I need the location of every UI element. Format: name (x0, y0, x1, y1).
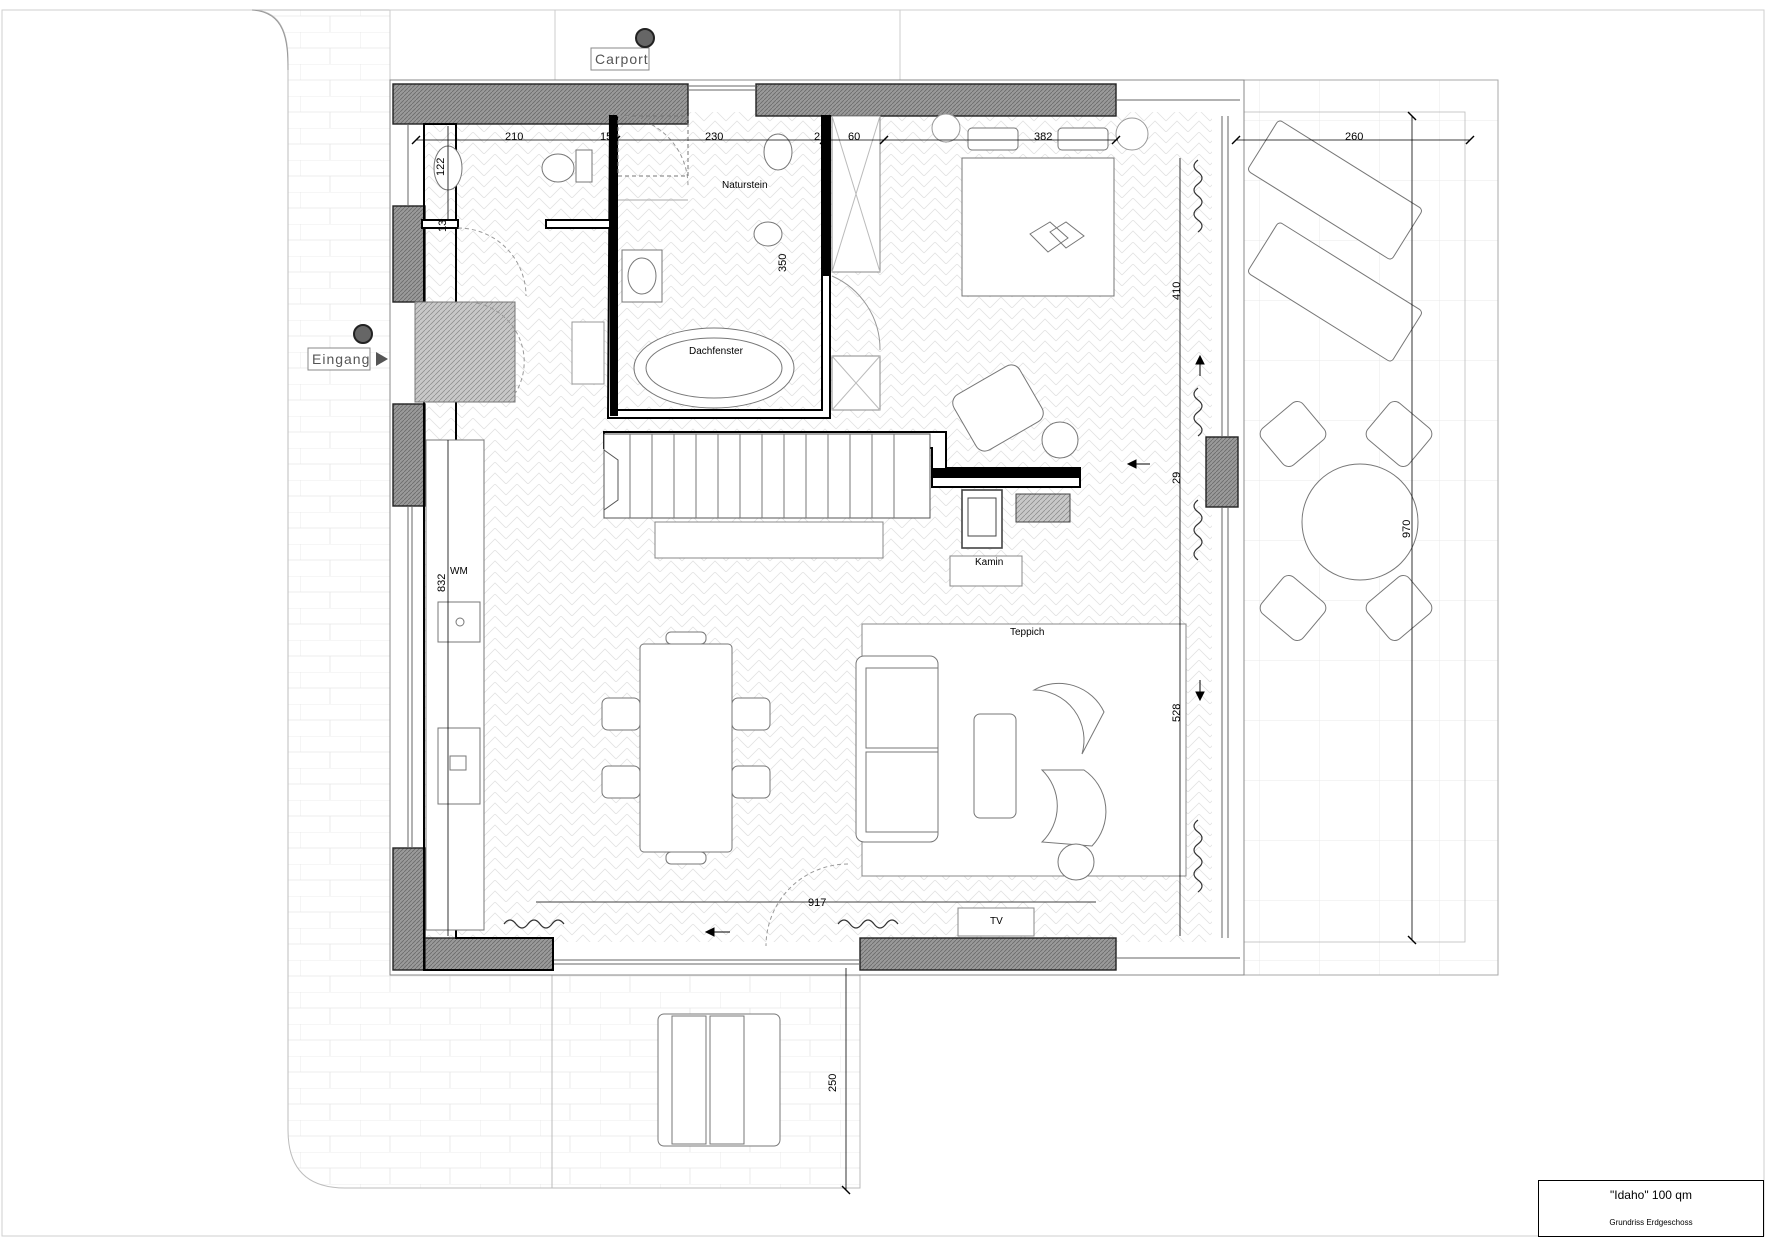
label-tv: TV (990, 916, 1003, 927)
label-dachfenster: Dachfenster (689, 346, 744, 357)
entrance-mat (414, 301, 516, 403)
label-teppich: Teppich (1010, 627, 1044, 638)
label-naturstein: Naturstein (722, 180, 768, 191)
entrance-tag: Eingang (312, 351, 370, 367)
dim-260: 260 (1345, 131, 1363, 143)
drawing-subtitle: Grundriss Erdgeschoss (1538, 1208, 1764, 1237)
sun-loungers (1248, 120, 1422, 362)
outdoor-bench (657, 1013, 781, 1147)
dim-13: 13 (437, 220, 449, 232)
dim-60: 60 (848, 131, 860, 143)
carport-marker: Carport (590, 28, 655, 71)
title-block: "Idaho" 100 qm Grundriss Erdgeschoss (1538, 1180, 1764, 1238)
bedroom-armchair (952, 364, 1079, 459)
dim-970: 970 (1401, 520, 1413, 538)
dim-15: 15 (600, 131, 612, 143)
dim-350: 350 (777, 254, 789, 272)
fireplace (949, 489, 1071, 587)
dim-122: 122 (435, 158, 447, 176)
dim-21: 21 (814, 131, 826, 143)
dim-230: 230 (705, 131, 723, 143)
dim-528: 528 (1171, 704, 1183, 722)
dim-250: 250 (827, 1074, 839, 1092)
dim-410: 410 (1171, 282, 1183, 300)
coffee-table (973, 713, 1017, 819)
label-kamin: Kamin (975, 557, 1003, 568)
cabinet (571, 321, 605, 385)
bench (654, 521, 884, 559)
front-terrace (551, 971, 861, 1189)
curtains (503, 159, 1203, 929)
dim-210: 210 (505, 131, 523, 143)
direction-arrows (704, 354, 1205, 937)
label-wm: WM (450, 566, 468, 577)
staircase (603, 433, 931, 519)
kitchen-counter (425, 439, 485, 931)
project-title: "Idaho" 100 qm (1538, 1180, 1764, 1210)
dim-382: 382 (1034, 131, 1052, 143)
sofa (855, 655, 939, 843)
patio-table (1259, 401, 1433, 641)
tv-console (957, 907, 1035, 937)
dim-832: 832 (436, 574, 448, 592)
dim-917: 917 (808, 897, 826, 909)
lounge-chairs (1032, 682, 1107, 881)
dining-table (601, 631, 771, 865)
bed (961, 127, 1115, 297)
dim-29: 29 (1171, 472, 1183, 484)
entrance-marker: Eingang (307, 324, 388, 371)
wardrobe (831, 115, 881, 411)
exterior-walls (392, 83, 1239, 971)
bath-toilet (753, 221, 783, 247)
carport-tag: Carport (595, 51, 649, 67)
